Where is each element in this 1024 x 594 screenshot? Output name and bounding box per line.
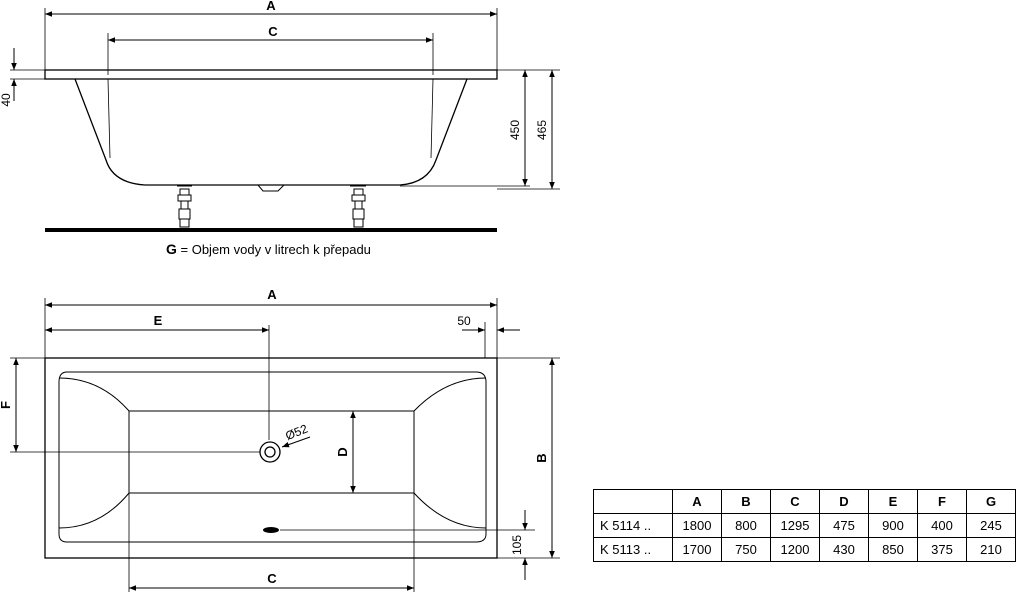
top-view [10, 298, 560, 592]
table-cell: 475 [819, 513, 869, 538]
table-header-row: A B C D E F G [593, 489, 1016, 514]
table-header-c: C [770, 489, 820, 514]
top-label-e: E [154, 313, 163, 328]
top-label-b: B [534, 453, 549, 462]
table-header-d: D [819, 489, 869, 514]
table-header-f: F [917, 489, 967, 514]
table-cell: 430 [819, 537, 869, 562]
side-label-c: C [268, 24, 278, 39]
table-cell: 800 [721, 513, 771, 538]
table-cell: 375 [917, 537, 967, 562]
tub-shell [74, 78, 468, 186]
table-cell: 850 [868, 537, 918, 562]
drain-diameter-label: Ø52 [283, 421, 310, 443]
top-label-c: C [267, 571, 277, 586]
table-cell: 1800 [672, 513, 722, 538]
left-foot [177, 185, 192, 228]
tub-rim [44, 69, 498, 80]
floor-line [45, 228, 497, 232]
table-header-blank [593, 489, 673, 514]
table-cell-model: K 5113 .. [593, 537, 673, 562]
table-row: K 5114 .. 1800 800 1295 475 900 400 245 [593, 513, 1016, 538]
top-label-50: 50 [457, 314, 471, 328]
side-label-465: 465 [535, 120, 549, 140]
table-cell: 1295 [770, 513, 820, 538]
side-view [10, 8, 560, 232]
table-row: K 5113 .. 1700 750 1200 430 850 375 210 [593, 537, 1016, 562]
caption-text: = Objem vody v litrech k přepadu [180, 242, 371, 257]
side-view-labels: A C 40 450 465 [0, 0, 549, 140]
right-foot [350, 185, 366, 228]
top-rim-outer [44, 357, 498, 559]
table-cell: 1200 [770, 537, 820, 562]
drain-outer [259, 441, 281, 463]
top-label-f: F [0, 401, 13, 409]
table-cell: 1700 [672, 537, 722, 562]
side-label-450: 450 [508, 120, 522, 140]
top-label-a: A [267, 287, 277, 302]
top-label-105: 105 [510, 535, 524, 555]
table-header-g: G [966, 489, 1016, 514]
dimensions-table: A B C D E F G K 5114 .. 1800 800 1295 47… [593, 489, 1016, 562]
table-cell: 900 [868, 513, 918, 538]
top-view-labels: A E 50 F D B C 105 Ø52 [0, 287, 549, 586]
side-label-40: 40 [0, 93, 13, 107]
drain-inner [264, 446, 276, 458]
table-cell: 400 [917, 513, 967, 538]
table-header-a: A [672, 489, 722, 514]
table-cell: 750 [721, 537, 771, 562]
water-volume-caption: G = Objem vody v litrech k přepadu [166, 241, 371, 257]
table-cell: 245 [966, 513, 1016, 538]
table-header-b: B [721, 489, 771, 514]
table-cell: 210 [966, 537, 1016, 562]
table-header-e: E [868, 489, 918, 514]
table-cell-model: K 5114 .. [593, 513, 673, 538]
caption-key: G [166, 241, 177, 257]
top-label-d: D [335, 447, 350, 456]
side-label-a: A [266, 0, 276, 13]
overflow [263, 527, 279, 533]
